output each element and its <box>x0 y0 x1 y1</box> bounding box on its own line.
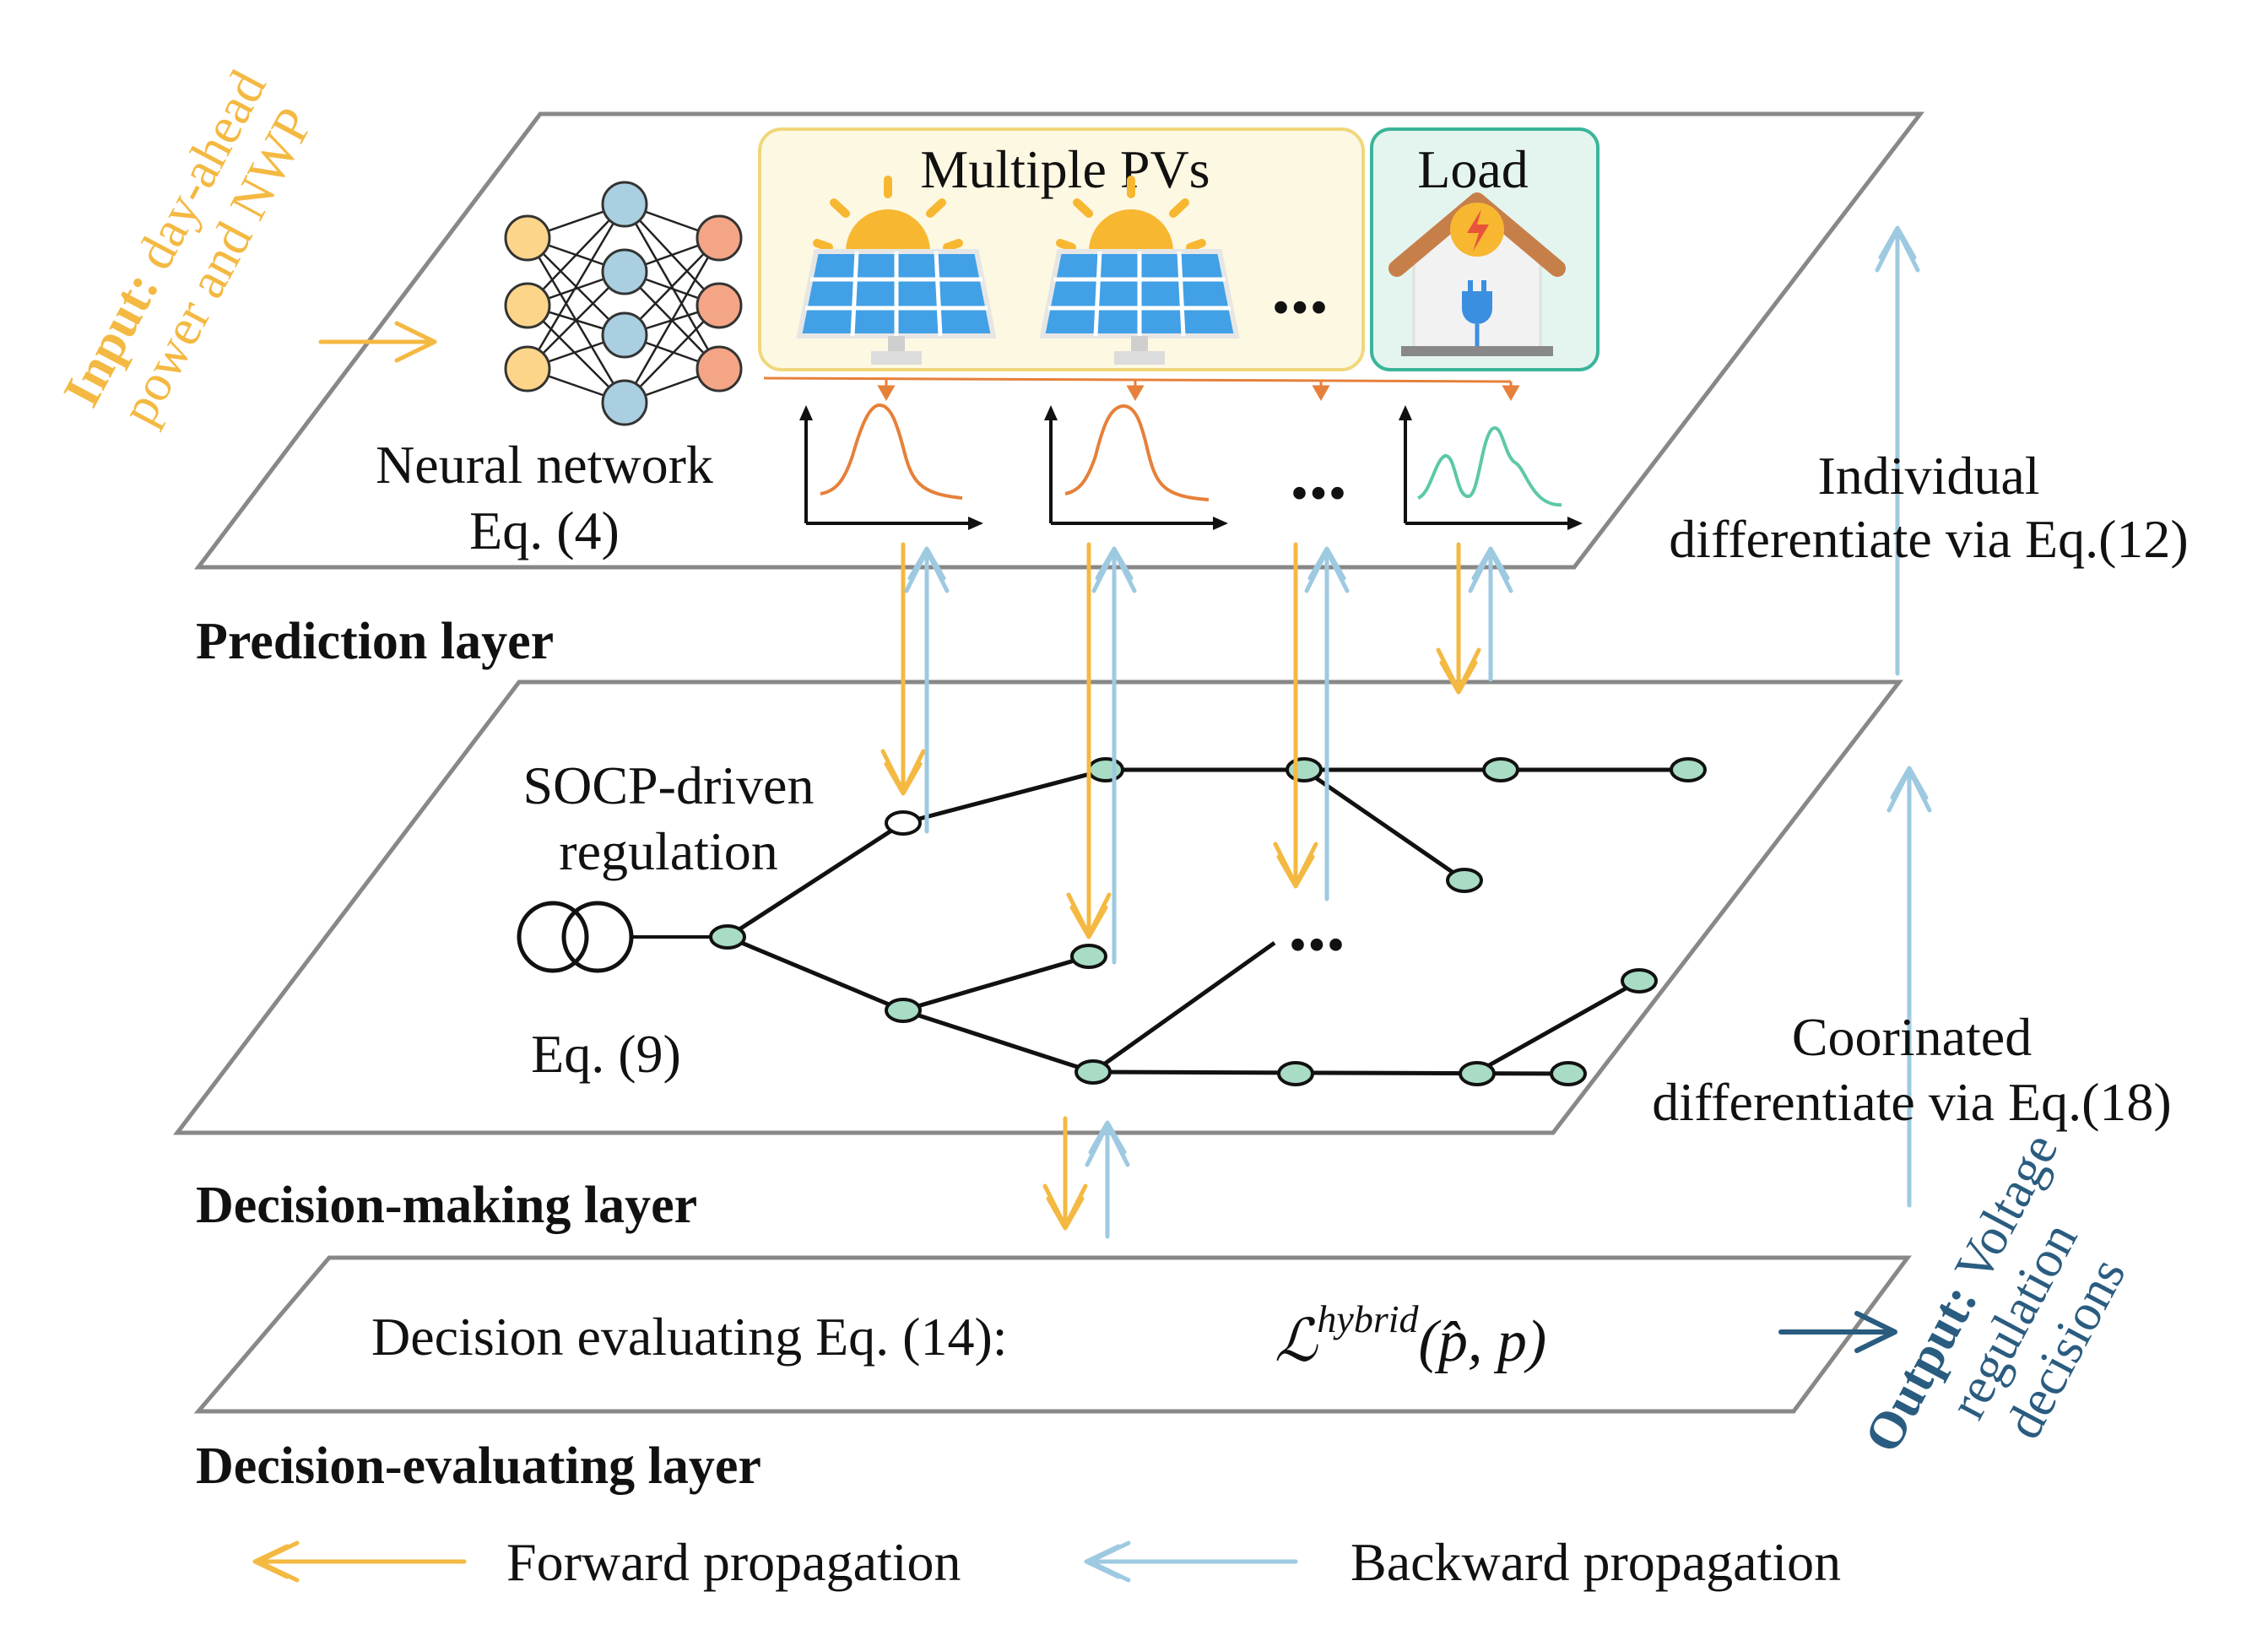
nn-label: Neural network <box>376 435 713 495</box>
prediction-layer: Neural network Eq. (4) Multiple PVs ... … <box>193 111 1925 670</box>
evaluating-plane <box>193 1255 1912 1414</box>
house-load-icon <box>1388 192 1566 356</box>
prediction-layer-caption: Prediction layer <box>196 613 554 670</box>
transformer-icon <box>517 901 728 973</box>
decision-eq: Eq. (9) <box>531 1024 681 1084</box>
individual-backward-arrow <box>1875 225 1920 676</box>
prediction-plane <box>193 111 1925 570</box>
nn-eq: Eq. (4) <box>469 501 620 560</box>
input-note: Input: day-ahead power and NWP <box>52 62 324 434</box>
backward-arrow <box>1468 546 1513 682</box>
coordinated-note-line1: Coorinated <box>1792 1007 2032 1067</box>
forward-arrow <box>1066 542 1112 939</box>
load-label: Load <box>1417 139 1529 199</box>
legend-backward-label: Backward propagation <box>1351 1532 1841 1592</box>
pv-group-label: Multiple PVs <box>920 139 1210 199</box>
legend-forward-label: Forward propagation <box>506 1532 961 1592</box>
hybrid-loss: ℒhybrid(p̂, p) <box>1275 1297 1546 1374</box>
coordinated-note-line2: differentiate via Eq.(18) <box>1652 1072 2171 1132</box>
input-arrow <box>318 321 437 363</box>
evaluating-text: Decision evaluating Eq. (14): <box>371 1307 1008 1367</box>
legend-forward-arrow <box>252 1540 467 1583</box>
backward-arrow <box>1091 546 1137 965</box>
individual-note-line1: Individual <box>1817 446 2039 506</box>
backward-arrow <box>1304 546 1350 901</box>
forward-arrow <box>1436 542 1481 695</box>
pv-ellipsis: ... <box>1271 246 1329 329</box>
network-ellipsis: ... <box>1288 883 1345 966</box>
network-nodes <box>709 757 1707 1086</box>
evaluating-layer-caption: Decision-evaluating layer <box>196 1437 761 1495</box>
output-arrow <box>1778 1311 1897 1353</box>
decision-evaluating-layer: Decision evaluating Eq. (14): ℒhybrid(p̂… <box>193 1255 1912 1495</box>
pv-forecast-chart <box>798 403 985 532</box>
forward-arrow <box>1273 542 1318 889</box>
forward-arrow <box>1042 1116 1088 1231</box>
forecast-feed-lines <box>763 376 1520 402</box>
curve-ellipsis: ... <box>1290 431 1347 515</box>
backward-arrow <box>1085 1120 1130 1239</box>
distribution-network <box>726 767 1688 1076</box>
socp-label-line1: SOCP-driven <box>523 755 815 815</box>
individual-note-line2: differentiate via Eq.(12) <box>1669 509 2188 569</box>
decision-layer-caption: Decision-making layer <box>196 1177 697 1234</box>
forward-arrow <box>880 542 926 796</box>
forward-propagation-arrows <box>252 321 1481 1583</box>
backward-arrow <box>904 546 950 834</box>
output-note: Output: Voltage regulation decisions <box>1854 1124 2137 1461</box>
coordinated-backward-arrow <box>1886 766 1932 1208</box>
neural-network-icon <box>504 181 743 426</box>
backward-propagation-arrows <box>904 225 1932 1583</box>
pv-forecast-chart <box>1042 403 1230 532</box>
decision-plane <box>172 679 1904 1135</box>
legend-backward-arrow <box>1084 1540 1298 1583</box>
load-forecast-chart <box>1397 403 1584 532</box>
decision-making-layer: SOCP-driven regulation Eq. (9) <box>172 679 1904 1234</box>
socp-label-line2: regulation <box>559 821 777 881</box>
